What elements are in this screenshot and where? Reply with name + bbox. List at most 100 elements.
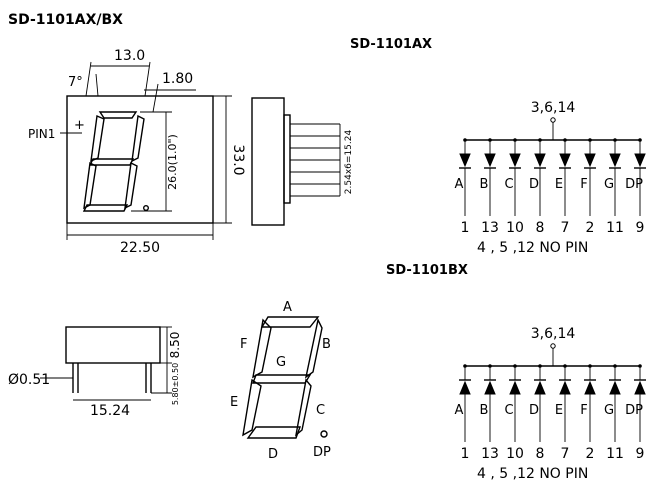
side-dim-label: 2.54x6=15.24 [344,130,354,195]
no-pin-label: 4 , 5 ,12 NO PIN [477,466,588,481]
segment-label: C [504,403,513,418]
segment-label: D [529,403,539,418]
dim-seg-width-label: 1.80 [162,71,193,87]
dim-height-label: 33.0 [230,144,246,175]
diode-b [484,380,496,395]
segment-label-dp: DP [313,445,331,460]
bx-title: SD-1101BX [386,263,468,278]
dim-pin-length-label: 5.80±0.50 [171,363,180,405]
dim-slant-line [95,73,99,97]
dim-pin-span-label: 15.24 [90,403,130,419]
pin-number: 1 [461,446,470,462]
segment-label: A [455,177,464,192]
pin-number: 8 [536,446,545,462]
no-pin-label: 4 , 5 ,12 NO PIN [477,240,588,256]
pin1-plus: + [74,118,85,133]
segment-label: B [480,403,489,418]
pin-number: 13 [481,220,499,236]
segment-g [251,374,312,384]
front-view: 13.0 7° 1.80 PIN1 + 33.0 26.0(1.0") 22.5… [28,48,246,256]
segment-b [304,317,323,379]
diode-d [534,153,546,168]
pin-number: 9 [636,220,645,236]
pin-number: 2 [586,446,595,462]
side-body [251,97,285,226]
diode-f [584,153,596,168]
front-seg-c [124,161,138,210]
dim-digit-height-label: 26.0(1.0") [166,134,179,190]
pin-number: 9 [636,446,645,462]
segment-label-f: F [240,337,247,352]
segment-e [242,378,262,437]
segment-c [294,378,312,437]
segment-diagram: A F B G E C D DP [230,300,331,462]
segment-label-d: D [268,447,278,462]
common-terminal [550,117,556,123]
pin-number: 11 [606,220,624,236]
diode-dp [634,380,646,395]
pin-number: 7 [561,446,570,462]
front-seg-g [88,158,135,166]
dim-ext-180 [152,83,159,113]
front-seg-a [98,111,138,119]
pin-number: 8 [536,220,545,236]
segment-label: DP [625,403,643,418]
diode-dp [634,153,646,168]
segment-dp [320,430,328,438]
dim-ext-13-left [85,61,92,97]
pin-number: 11 [606,446,624,462]
segment-label-g: G [276,355,286,370]
diode-g [609,153,621,168]
front-body-outline [66,95,214,224]
segment-label: E [555,177,563,192]
dim-pin-dia-label: Ø0.51 [8,372,50,388]
segment-label: G [604,403,614,418]
pin-number: 13 [481,446,499,462]
side-base [283,114,291,204]
segment-label: B [480,177,489,192]
segment-label: G [604,177,614,192]
diode-c [509,380,521,395]
segment-label: E [555,403,563,418]
pin1-label: PIN1 [28,127,55,141]
bottom-view: 8.50 5.80±0.50 Ø0.51 15.24 [8,326,182,419]
segment-label: F [580,177,587,192]
segment-label: DP [625,177,643,192]
ax-title: SD-1101AX [350,37,432,52]
segment-label-c: C [316,403,325,418]
bottom-body [65,326,161,364]
side-view: 2.54x6=15.24 [251,97,354,226]
front-seg-f [90,114,105,163]
front-seg-dp [142,204,149,211]
dim-thickness-label: 8.50 [168,332,182,359]
diode-b [484,153,496,168]
segment-d [246,426,301,439]
diode-c [509,153,521,168]
segment-a [260,316,320,328]
diode-d [534,380,546,395]
pin-number: 10 [506,446,524,462]
segment-label-a: A [283,300,292,315]
front-seg-d [82,204,129,212]
segment-label-b: B [322,337,331,352]
pin-number: 2 [586,220,595,236]
diode-a [459,153,471,168]
segment-label: C [504,177,513,192]
segment-label-e: E [230,395,238,410]
pin-number: 10 [506,220,524,236]
front-seg-b [131,114,145,163]
dim-slant-label: 7° [68,75,83,90]
front-seg-e [83,161,97,210]
common-terminal [550,343,556,349]
segment-label: A [455,403,464,418]
diode-f [584,380,596,395]
segment-label: D [529,177,539,192]
pin-number: 1 [461,220,470,236]
dim-ext-13-right [144,61,151,97]
dim-width-label: 22.50 [120,240,160,256]
main-title: SD-1101AX/BX [8,12,123,28]
diode-g [609,380,621,395]
